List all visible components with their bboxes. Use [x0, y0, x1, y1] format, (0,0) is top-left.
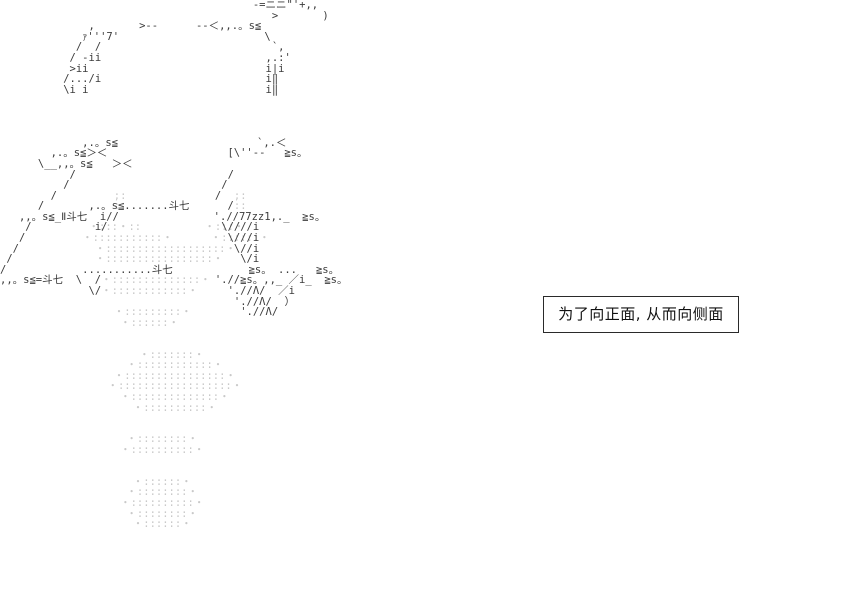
caption-box: 为了向正面, 从而向侧面 — [543, 296, 739, 333]
ascii-art-figure: -=ニニ"'+,, > ) , >-- --＜,,.。s≦ ｧ'''7' \ /… — [0, 0, 348, 319]
caption-text: 为了向正面, 从而向侧面 — [558, 305, 724, 323]
